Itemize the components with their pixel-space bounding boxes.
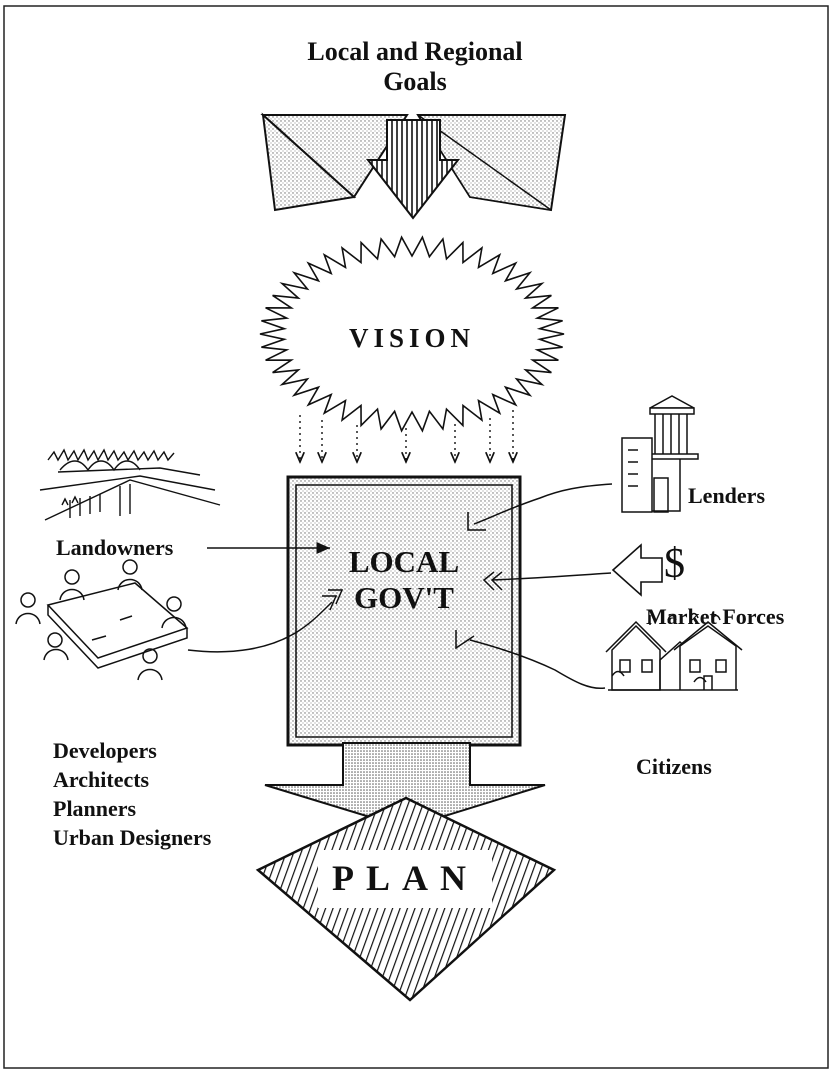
plan-label: PLAN: [332, 858, 478, 898]
citizens-label: Citizens: [636, 754, 712, 779]
urban-designers-label: Urban Designers: [53, 825, 212, 850]
plan-diamond: [255, 796, 557, 1002]
landowners-label: Landowners: [56, 535, 174, 560]
goals-funnel: [260, 112, 567, 220]
plan-down-arrow: [264, 742, 546, 830]
goals-title: Local and Regional Goals: [245, 37, 585, 97]
goals-title-line2: Goals: [383, 66, 447, 96]
landscape-icon: [39, 448, 221, 521]
local-govt-label: LOCAL GOV'T: [318, 544, 490, 615]
market-forces-arrow: [611, 543, 663, 597]
input-arrows: [187, 483, 613, 690]
professionals-list: Developers Architects Planners Urban Des…: [53, 736, 211, 852]
houses-icon: [605, 612, 743, 691]
lenders-label: Lenders: [688, 483, 765, 508]
vision-to-govt-arrows: [300, 410, 513, 462]
vision-starburst: [259, 235, 565, 433]
meeting-table-icon: [15, 559, 189, 681]
local-govt-line1: LOCAL: [348, 544, 460, 579]
goals-title-line1: Local and Regional: [307, 37, 523, 66]
bank-icon: [621, 395, 699, 513]
architects-label: Architects: [53, 767, 150, 792]
market-forces-label: Market Forces: [646, 604, 785, 629]
market-forces-symbol: $: [664, 541, 685, 587]
planners-label: Planners: [53, 796, 137, 821]
page-border: [3, 5, 829, 1069]
vision-label: VISION: [348, 323, 476, 353]
local-govt-line2: GOV'T: [354, 579, 454, 615]
developers-label: Developers: [53, 738, 157, 763]
